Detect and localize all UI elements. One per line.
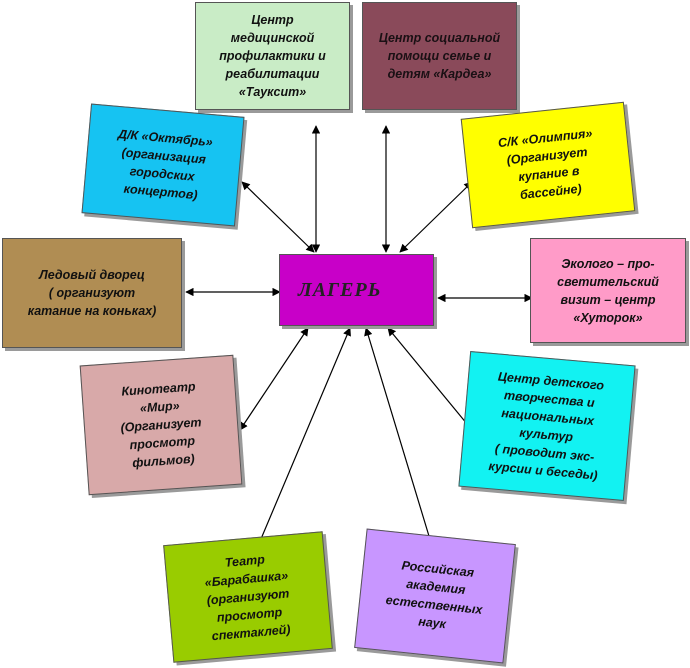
node-ice-label: Ледовый дворец ( организуют катание на к… [27,268,157,318]
node-theatre: Театр «Барабашка» (организуют просмотр с… [163,531,333,663]
arrow-academy [364,327,434,547]
node-cinema-label: Кинотеатр «Мир» (Организует просмотр фил… [120,379,202,471]
node-children-label: Центр детского творчества и национальных… [487,369,605,483]
node-center-camp: ЛАГЕРЬ [279,254,434,326]
arrow-cinema [239,327,309,431]
node-social: Центр социальной помощи семье и детям «К… [362,2,517,110]
arrow-children [387,327,473,431]
arrow-oktyabr [241,181,315,253]
node-oktyabr-label: Д/К «Октябрь» (организация городских кон… [117,126,214,203]
node-eco-label: Эколого – про- светительский визит – цен… [557,256,659,325]
node-olimpia: С/К «Олимпия» (Организует купание в басс… [460,101,636,229]
center-label: ЛАГЕРЬ [298,279,382,301]
node-cinema: Кинотеатр «Мир» (Организует просмотр фил… [79,354,243,496]
node-academy-label: Российская академия естественных наук [385,558,484,632]
node-eco: Эколого – про- светительский визит – цен… [530,238,686,343]
node-medical: Центр медицинской профилактики и реабили… [195,2,350,110]
node-theatre-label: Театр «Барабашка» (организуют просмотр с… [204,552,292,644]
arrow-theatre [257,327,351,547]
node-academy: Российская академия естественных наук [354,528,516,664]
node-olimpia-label: С/К «Олимпия» (Организует купание в басс… [497,126,593,203]
arrow-olimpia [399,181,473,253]
node-children: Центр детского творчества и национальных… [458,351,636,501]
node-oktyabr: Д/К «Октябрь» (организация городских кон… [81,103,245,227]
node-social-label: Центр социальной помощи семье и детям «К… [378,31,501,81]
node-medical-label: Центр медицинской профилактики и реабили… [219,13,326,99]
node-ice: Ледовый дворец ( организуют катание на к… [2,238,182,348]
